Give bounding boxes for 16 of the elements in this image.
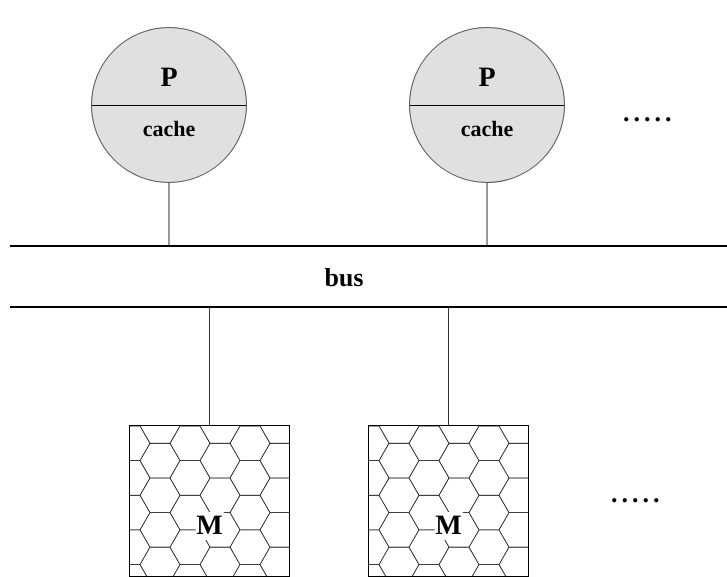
cache-label: cache bbox=[142, 118, 196, 140]
processor-label: P bbox=[478, 64, 496, 92]
connector-line bbox=[486, 182, 488, 246]
ellipsis-dots: ..... bbox=[623, 100, 676, 126]
connector-line bbox=[168, 182, 170, 246]
connector-line bbox=[209, 308, 210, 426]
processor-label: P bbox=[160, 64, 178, 92]
bus-band bbox=[10, 245, 727, 308]
bus-label: bus bbox=[324, 265, 364, 291]
memory-box bbox=[129, 425, 290, 577]
memory-box bbox=[368, 425, 529, 577]
connector-line bbox=[448, 308, 449, 426]
memory-label: M bbox=[195, 512, 224, 540]
memory-label: M bbox=[434, 512, 463, 540]
cache-label: cache bbox=[460, 118, 514, 140]
ellipsis-dots: ..... bbox=[611, 481, 664, 507]
